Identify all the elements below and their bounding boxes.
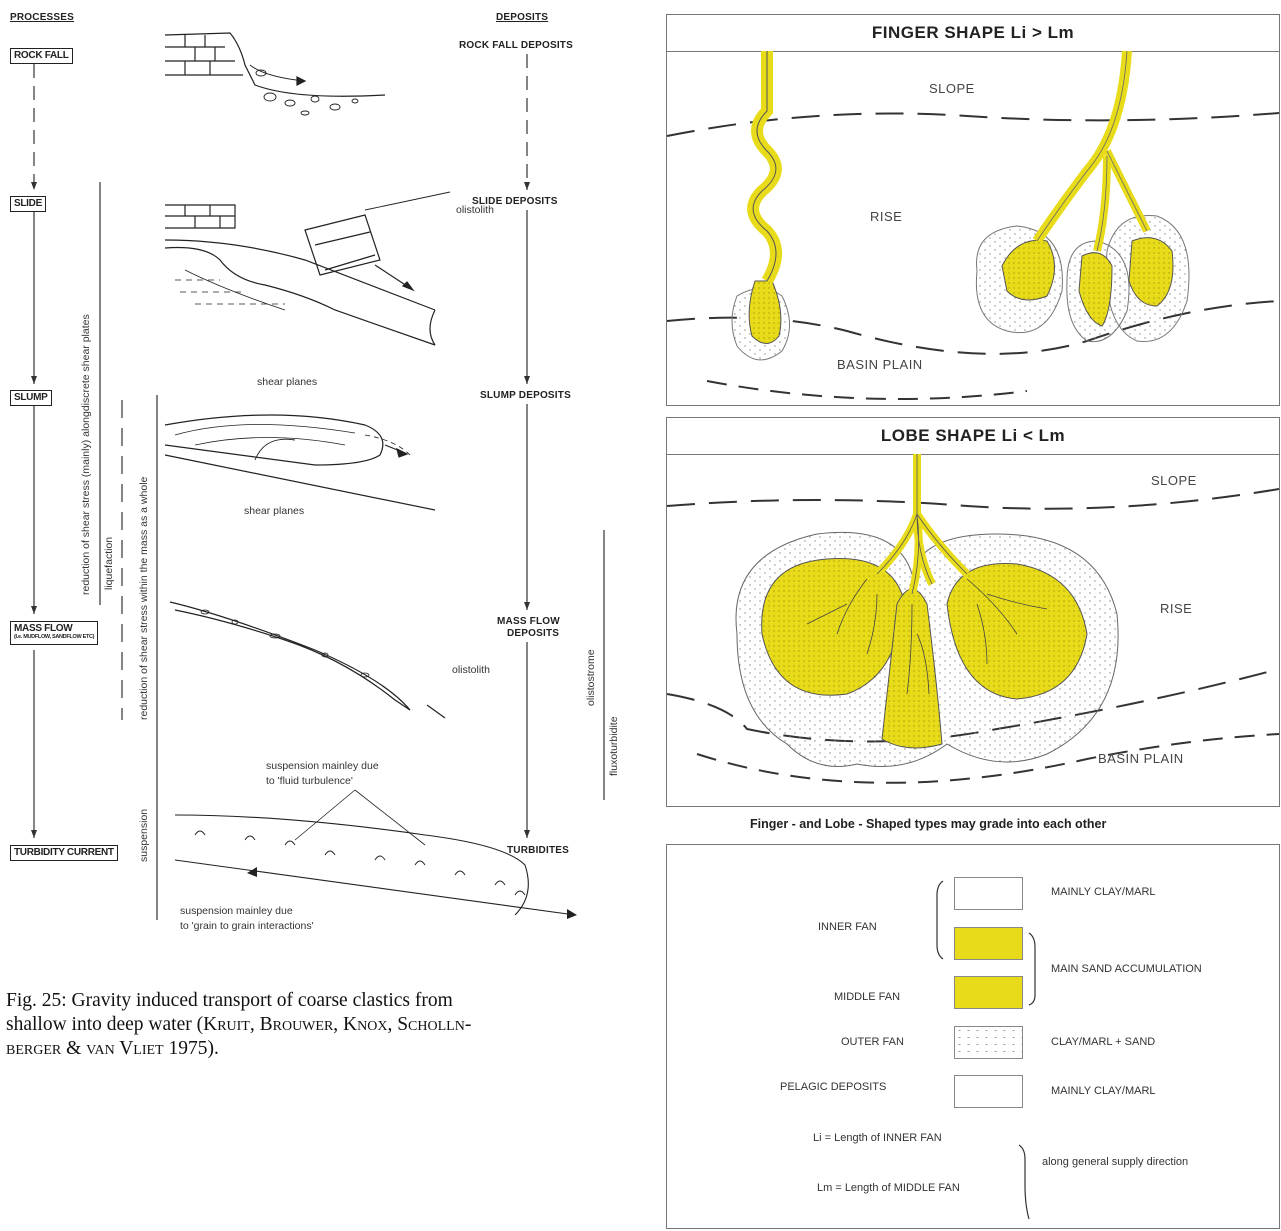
vertical-liquefaction: liquefaction: [103, 537, 115, 590]
legend-clay-2: MAINLY CLAY/MARL: [1051, 1085, 1156, 1097]
swatch-sand-inner: [954, 927, 1023, 960]
vertical-olistostrome: olistostrome: [585, 649, 597, 706]
swatch-sand-middle: [954, 976, 1023, 1009]
vertical-shear-stress: reduction of shear stress (mainly) along…: [80, 314, 92, 595]
sketch-slump: [165, 405, 455, 535]
legend-panel: INNER FAN MIDDLE FAN OUTER FAN PELAGIC D…: [666, 844, 1280, 1229]
shear-planes-label-2: shear planes: [244, 505, 304, 517]
lobe-zone-slope: SLOPE: [1151, 473, 1197, 488]
olistolith-label-1: olistolith: [456, 204, 494, 216]
vertical-fluxoturbidite: fluxoturbidite: [608, 716, 620, 776]
sketch-mass-flow: [165, 600, 455, 710]
legend-lm: Lm = Length of MIDDLE FAN: [817, 1182, 960, 1194]
sketch-rock-fall: [165, 25, 405, 135]
shear-planes-label-1: shear planes: [257, 376, 317, 388]
suspension-fluid-2: to 'fluid turbulence': [266, 775, 353, 787]
vertical-suspension: suspension: [138, 809, 150, 862]
figure-caption: Fig. 25: Gravity induced transport of co…: [6, 989, 636, 1061]
finger-diagram: [667, 51, 1279, 405]
vertical-within-mass: reduction of shear stress within the mas…: [138, 477, 150, 720]
grade-note: Finger - and Lobe - Shaped types may gra…: [750, 817, 1106, 831]
lobe-diagram: [667, 454, 1279, 806]
legend-clay: MAINLY CLAY/MARL: [1051, 886, 1156, 898]
lobe-zone-rise: RISE: [1160, 601, 1192, 616]
finger-zone-rise: RISE: [870, 209, 902, 224]
olistolith-label-2: olistolith: [452, 664, 490, 676]
swatch-pelagic: [954, 1075, 1023, 1108]
finger-shape-title: FINGER SHAPE Li > Lm: [667, 15, 1279, 52]
swatch-clay-sand: [954, 1026, 1023, 1059]
lobe-shape-title: LOBE SHAPE Li < Lm: [667, 418, 1279, 455]
caption-line-3: berger & van Vliet 1975).: [6, 1037, 636, 1061]
suspension-grain-2: to 'grain to grain interactions': [180, 920, 314, 932]
caption-line-2: shallow into deep water (Kruit, Brouwer,…: [6, 1013, 636, 1037]
legend-clay-sand: CLAY/MARL + SAND: [1051, 1036, 1155, 1048]
caption-line-1: Fig. 25: Gravity induced transport of co…: [6, 989, 636, 1013]
suspension-fluid-1: suspension mainley due: [266, 760, 379, 772]
swatch-clay: [954, 877, 1023, 910]
finger-zone-slope: SLOPE: [929, 81, 975, 96]
finger-zone-basin: BASIN PLAIN: [837, 357, 923, 372]
legend-li: Li = Length of INNER FAN: [813, 1132, 942, 1144]
sketch-slide: [165, 200, 455, 370]
legend-supply: along general supply direction: [1042, 1156, 1188, 1168]
finger-shape-panel: FINGER SHAPE Li > Lm SLOPE RISE BASIN PL…: [666, 14, 1280, 406]
lobe-zone-basin: BASIN PLAIN: [1098, 751, 1184, 766]
suspension-grain-1: suspension mainley due: [180, 905, 293, 917]
legend-main-sand: MAIN SAND ACCUMULATION: [1051, 963, 1202, 975]
lobe-shape-panel: LOBE SHAPE Li < Lm SLOPE RISE BASIN PLAI…: [666, 417, 1280, 807]
